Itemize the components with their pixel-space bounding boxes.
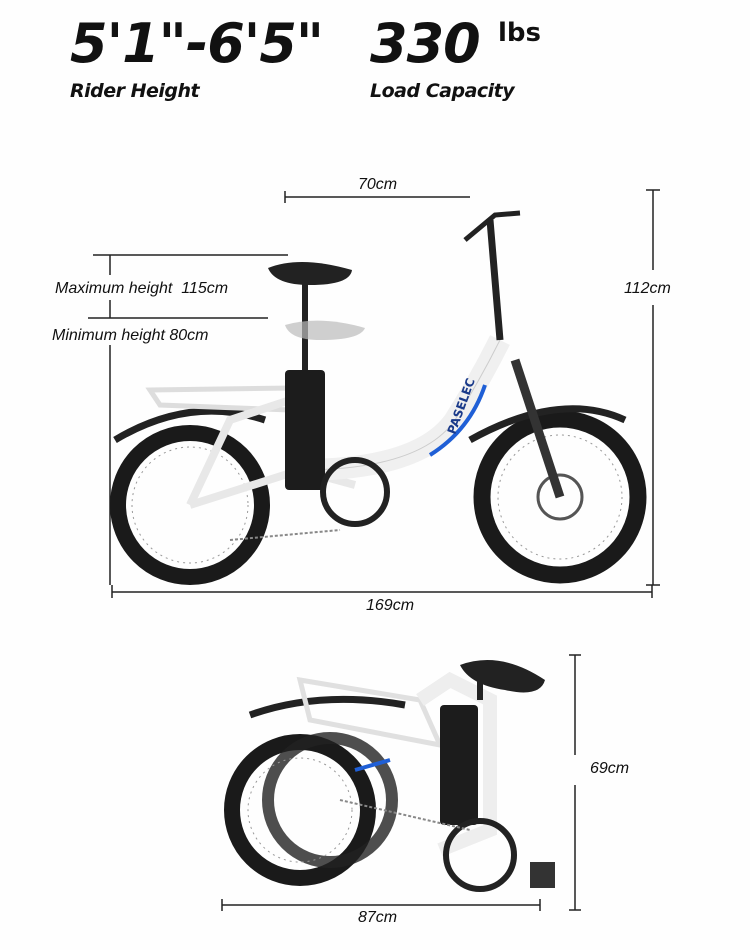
rider-height-label: Rider Height: [70, 80, 200, 102]
load-capacity-label: Load Capacity: [370, 80, 515, 102]
load-capacity-value: 330: [370, 12, 481, 75]
folded-length-label: 87cm: [358, 909, 398, 926]
total-height-label: 112cm: [624, 280, 671, 297]
unfolded-bike: PASELEC: [110, 210, 647, 585]
min-seat-height-label: Minimum height 80cm: [52, 327, 209, 344]
reach-label: 70cm: [358, 176, 398, 193]
max-seat-height-label: Maximum height 115cm: [55, 280, 229, 297]
dimension-lines: [88, 189, 660, 911]
load-capacity-unit: lbs: [498, 18, 541, 48]
rider-height-value: 5'1"-6'5": [70, 12, 324, 75]
total-length-label: 169cm: [366, 597, 415, 614]
folded-bike: [224, 660, 555, 892]
folded-height-label: 69cm: [590, 760, 630, 777]
